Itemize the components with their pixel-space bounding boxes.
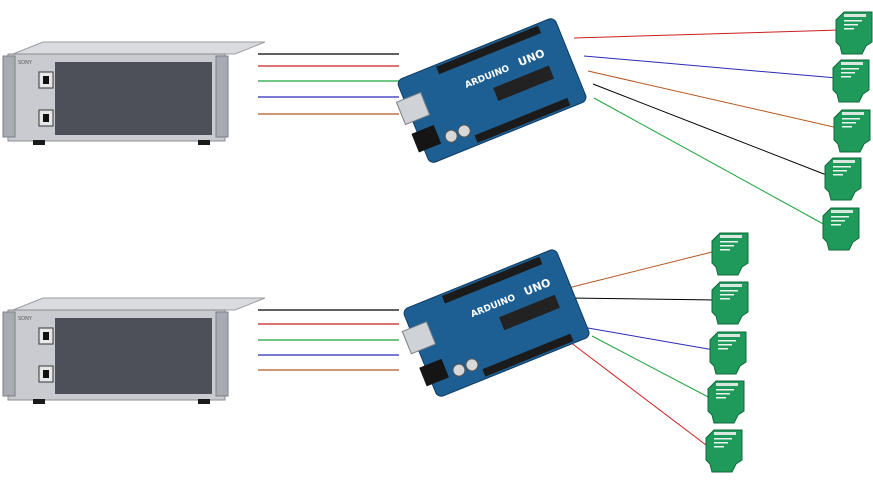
sensor-module-icon [705, 429, 743, 473]
rack-server-icon: SONY [2, 41, 266, 145]
sensor-cable-black [567, 297, 717, 301]
sensor-cable-brown [587, 70, 839, 129]
sensor-cable-blue [583, 55, 838, 79]
sensor-module-icon [709, 331, 747, 375]
usb-port-icon [395, 91, 431, 126]
sensor-cable-brown [559, 250, 717, 291]
sensor-cable-red [573, 29, 841, 39]
sensor-cable-green [593, 97, 828, 227]
sensor-module-icon [832, 59, 870, 103]
power-jack-icon [411, 124, 442, 153]
rack-brand-label: SONY [18, 60, 33, 66]
cable-layer [258, 29, 841, 449]
usb-port-icon [401, 321, 437, 355]
sensor-cable-blue [587, 327, 715, 351]
sensor-module-icon [824, 157, 862, 201]
sensor-module-icon [711, 232, 749, 276]
rack-layer: SONY SONY [2, 41, 266, 404]
sensor-layer [705, 11, 873, 473]
sensor-cable-black [592, 83, 830, 177]
sensor-cable-red [569, 341, 711, 449]
sensor-cable-green [591, 335, 713, 400]
sensor-module-icon [822, 207, 860, 251]
sensor-module-icon [711, 281, 749, 325]
power-jack-icon [419, 358, 449, 387]
sensor-module-icon [835, 11, 873, 55]
sensor-module-icon [707, 380, 745, 424]
rack-server-icon: SONY [2, 297, 266, 404]
sensor-module-icon [833, 109, 871, 153]
rack-brand-label: SONY [18, 316, 33, 322]
